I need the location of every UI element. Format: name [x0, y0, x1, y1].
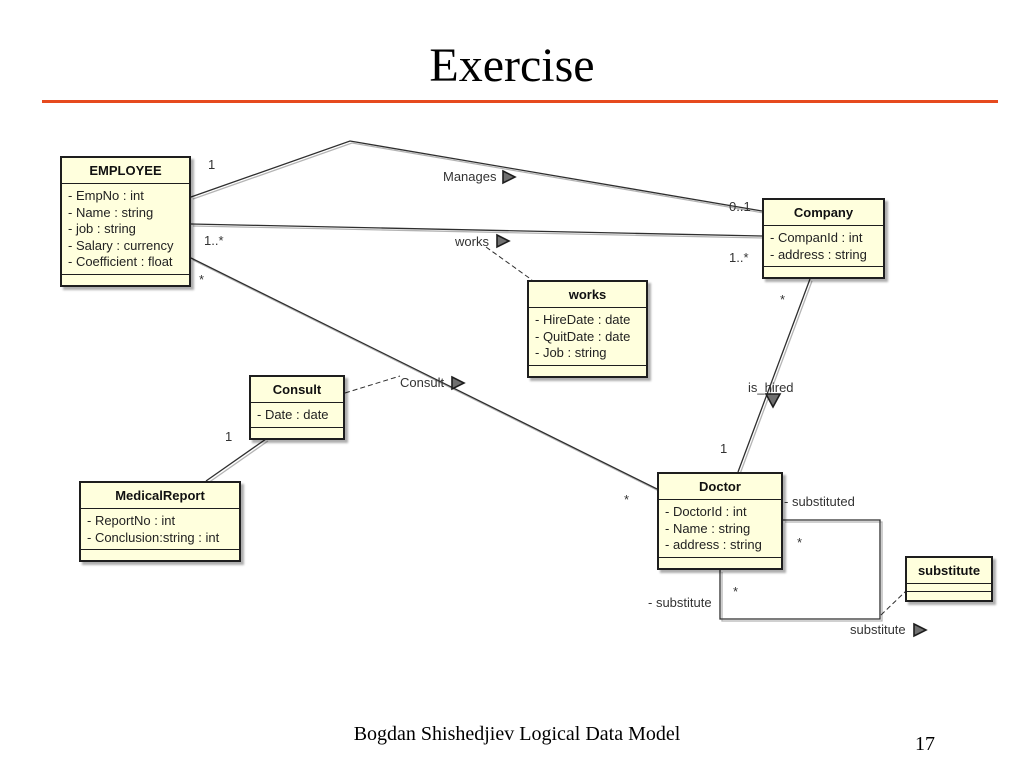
- consult-association-line: [190, 257, 658, 490]
- substitute-role-label: - substitute: [648, 595, 712, 610]
- consult-direction-icon: [451, 375, 466, 391]
- class-attribute: - CompanId : int: [770, 230, 863, 245]
- class-attribute: - Name : string: [665, 520, 751, 536]
- attribute-compartment: - EmpNo : int - Name : string - job : st…: [62, 184, 189, 275]
- association-lines: [190, 140, 881, 620]
- class-attribute: - HireDate : date: [535, 312, 631, 327]
- class-attribute: - address : string: [770, 246, 867, 262]
- attribute-compartment: - HireDate : date - QuitDate : date - Jo…: [529, 308, 646, 366]
- class-attribute: - Job : string: [535, 345, 607, 360]
- manages-direction-icon: [502, 169, 517, 185]
- attribute-compartment: - DoctorId : int - Name : string - addre…: [659, 500, 781, 558]
- consult-class: Consult - Date : date: [249, 375, 345, 440]
- class-attribute: - Conclusion:string : int: [87, 529, 220, 545]
- attribute-compartment: - CompanId : int - address : string: [764, 226, 883, 267]
- works-association-line: [190, 223, 763, 237]
- consult-association-class-link: [344, 375, 401, 394]
- slide-footer: Bogdan Shishedjiev Logical Data Model: [353, 723, 681, 745]
- consult-employee-multiplicity: *: [199, 272, 205, 287]
- attribute-compartment: - Date : date: [251, 403, 343, 428]
- class-name: works: [529, 282, 646, 308]
- employee-class: EMPLOYEE - EmpNo : int - Name : string -…: [60, 156, 191, 287]
- operation-compartment: [81, 550, 239, 560]
- consult-doctor-multiplicity: *: [624, 492, 630, 507]
- substitute-association-label: substitute: [850, 622, 906, 637]
- class-attribute: - EmpNo : int: [68, 188, 144, 203]
- is-hired-doctor-multiplicity: 1: [720, 441, 728, 456]
- operation-compartment: [907, 592, 991, 600]
- works-direction-icon: [496, 233, 511, 249]
- class-attribute: - DoctorId : int: [665, 504, 747, 519]
- operation-compartment: [251, 428, 343, 438]
- association-class-links: [344, 246, 907, 616]
- doctor-class: Doctor - DoctorId : int - Name : string …: [657, 472, 783, 570]
- manages-company-multiplicity: 0..1: [729, 199, 751, 214]
- class-name: Consult: [251, 377, 343, 403]
- class-name: Company: [764, 200, 883, 226]
- slide-number: 17: [915, 733, 935, 755]
- class-attribute: - address : string: [665, 537, 762, 552]
- works-association-class-link: [485, 246, 533, 281]
- class-name: EMPLOYEE: [62, 158, 189, 184]
- substitute-multiplicity: *: [733, 584, 739, 599]
- class-attribute: - ReportNo : int: [87, 513, 176, 528]
- substitute-direction-icon: [913, 622, 928, 638]
- class-attribute: - QuitDate : date: [535, 328, 631, 344]
- class-name: MedicalReport: [81, 483, 239, 509]
- consult-association-label: Consult: [400, 375, 445, 390]
- works-employee-multiplicity: 1..*: [204, 233, 224, 248]
- is-hired-association-label: is_hired: [748, 380, 794, 395]
- attribute-compartment: [907, 584, 991, 592]
- company-class: Company - CompanId : int - address : str…: [762, 198, 885, 279]
- class-name: Doctor: [659, 474, 781, 500]
- substitute-association-class-link: [880, 590, 907, 616]
- manages-association-line: [190, 140, 763, 212]
- class-name: substitute: [907, 558, 991, 584]
- substitute-class: substitute: [905, 556, 993, 602]
- manages-employee-multiplicity: 1: [208, 157, 216, 172]
- class-attribute: - Name : string: [68, 204, 154, 220]
- direction-arrows: [451, 169, 928, 638]
- works-association-label: works: [455, 234, 489, 249]
- substituted-role-label: - substituted: [784, 494, 855, 509]
- class-attribute: - Date : date: [257, 407, 329, 422]
- works-company-multiplicity: 1..*: [729, 250, 749, 265]
- operation-compartment: [764, 267, 883, 277]
- operation-compartment: [659, 558, 781, 568]
- attribute-compartment: - ReportNo : int - Conclusion:string : i…: [81, 509, 239, 550]
- works-class: works - HireDate : date - QuitDate : dat…: [527, 280, 648, 378]
- is-hired-association-line: [737, 278, 811, 473]
- class-attribute: - Coefficient : float: [68, 254, 173, 269]
- substituted-multiplicity: *: [797, 535, 803, 550]
- medical-report-class: MedicalReport - ReportNo : int - Conclus…: [79, 481, 241, 562]
- is-hired-direction-icon: [764, 393, 782, 409]
- title-underline: [42, 100, 998, 103]
- slide-title: Exercise: [429, 39, 595, 92]
- operation-compartment: [62, 275, 189, 285]
- manages-association-label: Manages: [443, 169, 497, 184]
- operation-compartment: [529, 366, 646, 376]
- is-hired-company-multiplicity: *: [780, 292, 786, 307]
- class-attribute: - job : string: [68, 221, 136, 236]
- class-attribute: - Salary : currency: [68, 237, 174, 253]
- medical-report-consult-line: [205, 438, 267, 482]
- substitute-self-association-line: [719, 519, 881, 620]
- medical-report-consult-multiplicity: 1: [225, 429, 233, 444]
